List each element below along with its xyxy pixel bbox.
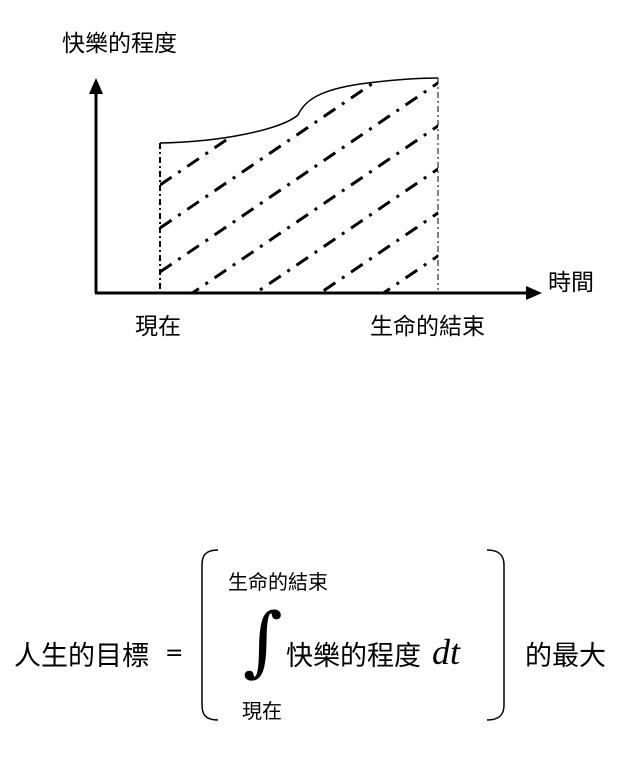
formula-lhs: 人生的目標 xyxy=(14,641,149,672)
area-hatching xyxy=(160,78,438,293)
x-axis-label: 時間 xyxy=(548,270,594,296)
differential: dt xyxy=(432,632,461,672)
integrand: 快樂的程度 xyxy=(286,641,421,672)
hatch-line xyxy=(160,166,438,293)
upper-limit: 生命的結束 xyxy=(228,570,328,594)
hatch-line xyxy=(160,78,438,187)
hatch-line xyxy=(160,253,438,293)
equals-sign: = xyxy=(165,641,184,666)
integral-sign: ∫ xyxy=(243,596,283,685)
start-label: 現在 xyxy=(135,314,181,340)
formula-suffix: 的最大 xyxy=(525,641,606,672)
lower-limit: 現在 xyxy=(242,699,282,723)
hatch-line xyxy=(160,78,438,230)
y-axis-arrow-icon xyxy=(89,78,103,94)
y-axis-label: 快樂的程度 xyxy=(62,31,177,57)
hatch-line xyxy=(160,210,438,293)
end-label: 生命的結束 xyxy=(370,314,485,340)
x-axis-arrow-icon xyxy=(526,286,542,300)
hatch-line xyxy=(160,123,438,293)
hatch-line xyxy=(160,80,438,274)
happiness-curve xyxy=(159,77,439,144)
